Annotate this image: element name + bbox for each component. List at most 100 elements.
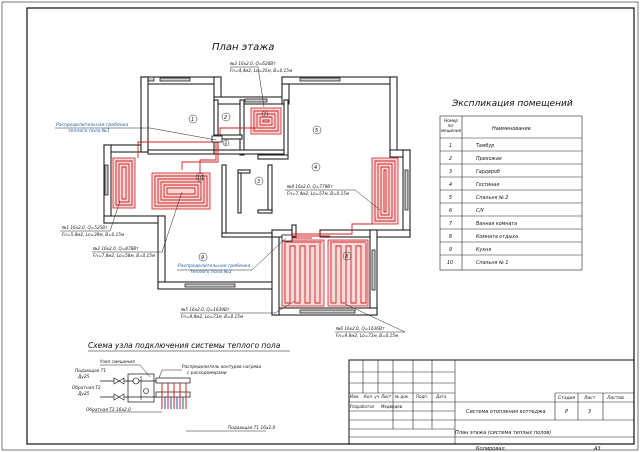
legend-row-8-num: 8 bbox=[449, 234, 452, 240]
inner-frame bbox=[26, 7, 635, 445]
legend-row-3-num: 3 bbox=[449, 169, 452, 175]
room-number-3: 3 bbox=[257, 179, 260, 185]
legend-row-1-name: Тамбур bbox=[476, 143, 494, 149]
valve-icon bbox=[113, 377, 125, 385]
collector-1-label-line2: теплого пола №1 bbox=[68, 128, 110, 134]
mix-unit-label: Узел смешения bbox=[100, 359, 135, 365]
loop-5-label-line2: Fn=9,8м2, Lo=73м, B=0.15м bbox=[181, 314, 243, 319]
legend-row-1-num: 1 bbox=[449, 143, 452, 149]
stamp-project-title: Система отопления коттеджа bbox=[466, 409, 546, 415]
loop-6 bbox=[327, 239, 369, 307]
room-number-7: 7 bbox=[264, 112, 267, 117]
loop-2 bbox=[151, 172, 211, 210]
collector-label-line2: с расходомерами bbox=[187, 371, 227, 376]
legend-row-7-num: 7 bbox=[449, 221, 452, 227]
stamp-sheet-title: План этажа (система теплых полов) bbox=[455, 430, 551, 436]
supply-t1-label: Подающая T1 bbox=[75, 368, 106, 374]
outer-walls bbox=[103, 76, 411, 316]
valve-icon bbox=[113, 393, 125, 401]
legend-row-9-name: Кухня bbox=[476, 247, 491, 253]
loop-5-label-line1: №5 16x2.0, Q=1639Вт bbox=[180, 307, 230, 312]
loop-1-label-line2: Fn=5,8м2, Lo=39м, B=0.15м bbox=[62, 232, 124, 237]
stamp-developer-name: Медведев bbox=[381, 404, 403, 409]
stamp-sheet-header: Лист bbox=[583, 395, 596, 401]
room-number-10: 10 bbox=[197, 175, 203, 181]
legend-title: Экспликация помещений bbox=[451, 99, 573, 109]
loop-4 bbox=[371, 157, 399, 225]
stamp-stage-header: Стадия bbox=[558, 395, 576, 401]
legend-header-name: Наименование bbox=[492, 126, 531, 132]
room-number-8: 8 bbox=[345, 254, 348, 260]
legend-row-2-name: Прихожая bbox=[476, 156, 502, 162]
stamp-col-sign: Подп. bbox=[416, 394, 428, 399]
plan-title: План этажа bbox=[212, 42, 274, 53]
room-number-1: 1 bbox=[191, 117, 194, 123]
room-number-5: 5 bbox=[315, 128, 318, 134]
legend-row-4-num: 4 bbox=[449, 182, 452, 188]
stamp-col-date: Дата bbox=[435, 394, 447, 399]
loop-5 bbox=[281, 239, 325, 307]
mixing-unit-box bbox=[127, 373, 155, 403]
room-number-2: 2 bbox=[224, 115, 227, 121]
loop-6-label-line2: Fn=9,8м2, Lo=73м, B=0.15м bbox=[336, 333, 398, 338]
legend-row-3-name: Гардероб bbox=[476, 169, 500, 175]
manifold-outlets bbox=[161, 383, 187, 409]
stamp-col-list: Лист bbox=[380, 394, 392, 399]
room-number-6: 6 bbox=[225, 141, 228, 146]
legend-row-6-num: 6 bbox=[449, 208, 452, 214]
collector-2-box bbox=[281, 234, 293, 242]
supply-t1b-label: Подающая T1 16x2.0 bbox=[228, 425, 276, 431]
loop-2-label-line2: Fn=7,8м2, Lo=58м, B=0.15м bbox=[93, 253, 155, 258]
pipe-runs bbox=[137, 127, 372, 239]
stamp-col-kol: Кол. уч. bbox=[364, 394, 380, 399]
stamp-format: А3 bbox=[593, 446, 601, 452]
scheme-title: Схема узла подключения системы теплого п… bbox=[88, 341, 281, 350]
stamp-col-doc: № док. bbox=[394, 394, 409, 399]
room-number-9: 9 bbox=[201, 255, 204, 261]
legend-row-9-num: 9 bbox=[449, 247, 452, 253]
legend-row-10-name: Спальня № 1 bbox=[476, 260, 508, 266]
stamp-developer-label: Разработал bbox=[350, 404, 375, 409]
legend-row-4-name: Гостиная bbox=[476, 182, 499, 188]
legend-row-8-name: Комната отдыха bbox=[476, 234, 518, 240]
loop-3-label-line2: Fn=4,4м2, Lo=35м, B=0.15м bbox=[230, 68, 292, 73]
stamp-copied: Копировал bbox=[476, 446, 505, 452]
collector-2-label-line1: Распределительная гребенка bbox=[178, 263, 251, 269]
inner-walls bbox=[147, 99, 297, 238]
stamp-col-izm: Изм. bbox=[350, 394, 359, 399]
return-manifold bbox=[155, 391, 191, 398]
loop-4-label-line2: Fn=7,4м2, Lo=57м, B=0.15м bbox=[287, 191, 349, 196]
return-t3-label: Обратная T3 16x2.0 bbox=[86, 407, 131, 413]
collector-label-line1: Распределитель контуров нагрева bbox=[182, 364, 262, 370]
du2-label: Ду25 bbox=[77, 391, 90, 397]
collector-1-box bbox=[211, 135, 223, 143]
supply-manifold bbox=[155, 377, 191, 384]
room-markers: 1 2 3 4 5 6 7 8 9 10 bbox=[188, 110, 352, 262]
room-legend: Экспликация помещений Номер по-мещения Н… bbox=[439, 99, 583, 271]
stamp-sheets-header: Листов bbox=[606, 395, 624, 401]
loop-1-label-line1: №1 16x2.0, Q=525Вт bbox=[61, 225, 108, 230]
loop-3 bbox=[250, 107, 282, 135]
legend-row-10-num: 10 bbox=[447, 260, 453, 266]
loop-2-label-line1: №2 16x2.0, Q=878Вт bbox=[92, 246, 139, 251]
gauge-icon bbox=[143, 388, 149, 394]
leader-lines bbox=[55, 66, 406, 333]
legend-row-6-name: С/У bbox=[476, 208, 485, 214]
loop-4-label-line1: №4 16x2.0, Q=779Вт bbox=[286, 184, 333, 189]
collector-2-label-line2: теплого пола №2 bbox=[190, 269, 232, 275]
loop-3-label-line1: №3 16x2.0, Q=620Вт bbox=[229, 61, 276, 66]
stamp-stage-value: Р bbox=[565, 409, 568, 415]
return-t2-label: Обратная T2 bbox=[72, 385, 101, 391]
legend-row-5-name: Спальня № 2 bbox=[476, 195, 508, 201]
legend-row-5-num: 5 bbox=[449, 195, 452, 201]
connection-scheme: Схема узла подключения системы теплого п… bbox=[72, 341, 290, 432]
collector-1-label-line1: Распределительная гребенка bbox=[56, 122, 129, 128]
du1-label: Ду25 bbox=[77, 374, 90, 380]
room-number-4: 4 bbox=[314, 165, 317, 171]
title-block: Изм. Кол. уч. Лист № док. Подп. Дата Раз… bbox=[348, 359, 635, 452]
stamp-sheet-value: 3 bbox=[588, 409, 591, 415]
legend-header-num: Номер по-мещения bbox=[440, 118, 462, 133]
floor-plan: План этажа bbox=[55, 42, 411, 338]
